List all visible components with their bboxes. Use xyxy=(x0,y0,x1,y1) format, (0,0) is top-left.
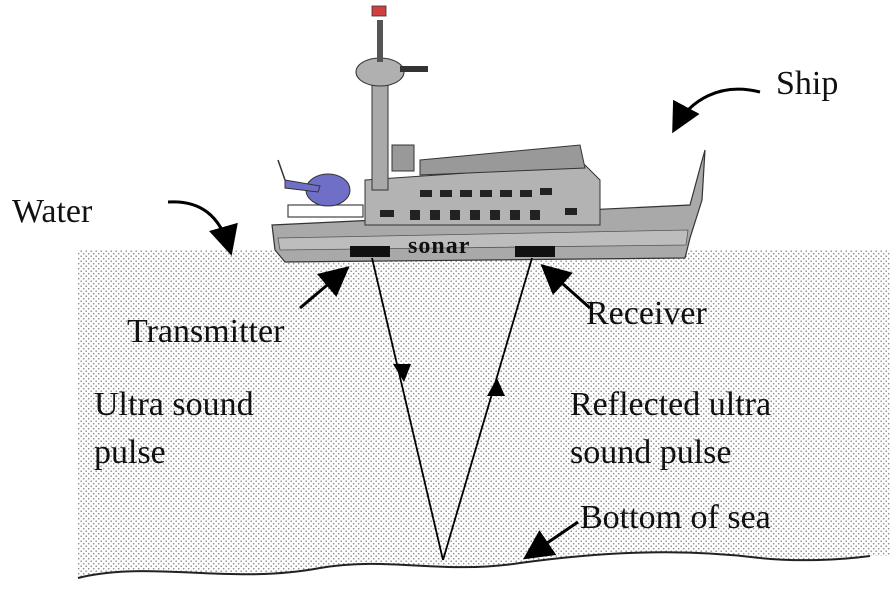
transmitter-label: Transmitter xyxy=(127,313,285,350)
ship-mast-arm xyxy=(400,66,428,72)
ship-label: Ship xyxy=(776,65,839,102)
receiver-block xyxy=(515,246,555,257)
ship-flag xyxy=(371,5,387,17)
transmitter-pointer-arrow xyxy=(299,266,350,310)
transmitter-block xyxy=(350,246,390,257)
ship xyxy=(271,5,706,263)
ship-deck-stripe xyxy=(277,229,689,251)
below-sea-bottom xyxy=(78,552,890,590)
reflected-up-line xyxy=(442,257,533,561)
ultrasound-down-arrowhead xyxy=(393,364,411,382)
ship-windows xyxy=(380,188,577,220)
reflected-up-arrowhead xyxy=(487,378,505,396)
ship-mast-top xyxy=(377,20,383,62)
reflected-label-line1: Reflected ultra xyxy=(570,386,772,423)
ship-upper-deck xyxy=(419,144,586,176)
ship-radar-dome xyxy=(355,57,405,87)
ship-railing xyxy=(287,204,364,218)
water-pointer-arrow xyxy=(167,200,238,256)
ultrasound-down-line xyxy=(371,257,444,561)
bottom-of-sea-label: Bottom of sea xyxy=(580,499,771,536)
sonar-label: sonar xyxy=(408,233,471,259)
water-label: Water xyxy=(12,193,93,230)
receiver-pointer-arrow xyxy=(540,264,591,310)
ship-bridge-box xyxy=(391,144,415,172)
ultrasound-label-line2: pulse xyxy=(94,434,166,471)
sea-bottom-line xyxy=(77,551,871,579)
helicopter xyxy=(277,159,351,207)
ultrasound-label-line1: Ultra sound xyxy=(94,386,254,423)
bottom-pointer-arrow xyxy=(523,520,579,560)
ship-pointer-arrow xyxy=(672,87,761,134)
ship-mast xyxy=(371,74,389,191)
receiver-label: Receiver xyxy=(586,295,707,332)
reflected-label-line2: sound pulse xyxy=(570,434,732,471)
